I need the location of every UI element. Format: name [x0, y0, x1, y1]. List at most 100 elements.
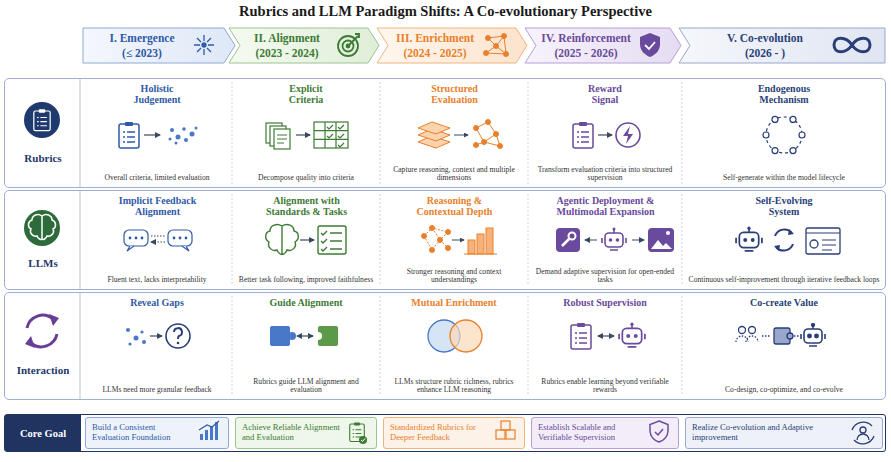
network-icon — [504, 52, 509, 57]
cell-heading: Reward Signal — [575, 83, 635, 105]
structured-icon — [476, 122, 500, 146]
phase-title: II. Alignment — [254, 31, 320, 45]
goal-box: Build a Consistent Evaluation Foundation — [85, 417, 229, 449]
goal-text: Realize Co-evolution and Adaptive improv… — [692, 423, 846, 443]
cocreate-icon — [736, 324, 825, 347]
goal-chart-icon — [215, 422, 218, 440]
goal-chart-icon — [200, 422, 218, 440]
cell-heading: Co-create Value — [694, 297, 874, 308]
phase-title: V. Co-evolution — [727, 31, 803, 45]
structured-icon — [454, 135, 468, 136]
goal-cycle-icon — [852, 422, 874, 444]
goal-text: Achieve Reliable Alignment and Evaluatio… — [242, 423, 340, 443]
goal-cubes-icon — [496, 430, 505, 439]
reasoning-icon — [422, 234, 427, 239]
structured-icon — [418, 122, 450, 134]
phase-date: (≤ 2023) — [122, 46, 162, 60]
holistic-icon — [182, 127, 186, 131]
holistic-icon — [184, 138, 188, 142]
core-goal-band: Core GoalBuild a Consistent Evaluation F… — [4, 414, 886, 452]
stage-cell: Structured EvaluationCapture reasoning, … — [381, 80, 527, 186]
phase-chevron: II. Alignment(2023 - 2024) — [228, 27, 380, 64]
self-evolving-icon — [806, 233, 840, 250]
agentic-icon — [556, 228, 674, 253]
venn-icon — [428, 320, 482, 352]
goal-clipboard-icon — [350, 423, 367, 444]
stage-cell: Holistic JudgementOverall criteria, limi… — [83, 80, 231, 186]
supervision-icon — [571, 323, 645, 349]
goal-cubes-icon — [496, 421, 515, 439]
endogenous-icon — [799, 132, 805, 138]
agentic-icon — [562, 239, 569, 246]
cell-heading: Agentic Deployment & Multimodal Expansio… — [538, 195, 673, 217]
gaps-icon — [142, 340, 146, 344]
criteria-icon — [327, 125, 344, 147]
brain-checklist-icon — [266, 225, 299, 255]
feedback-bubbles-icon — [182, 246, 189, 251]
phase-date: (2023 - 2024) — [255, 46, 318, 60]
puzzle-icon — [314, 332, 322, 340]
cocreate-icon — [736, 336, 799, 342]
holistic-icon — [176, 135, 181, 140]
reasoning-icon — [438, 238, 443, 243]
structured-icon — [498, 144, 503, 149]
reasoning-icon — [486, 228, 493, 254]
goal-shield-icon — [650, 421, 668, 442]
agentic-icon — [585, 239, 644, 240]
holistic-icon — [169, 127, 198, 145]
endogenous-icon — [772, 116, 778, 122]
reward-icon — [573, 122, 593, 148]
stage-cell: Explicit CriteriaDecompose quality into … — [233, 80, 379, 186]
row-label: Interaction — [5, 364, 81, 376]
goal-box: Realize Co-evolution and Adaptive improv… — [685, 417, 883, 449]
phase-date: (2025 - 2026) — [554, 46, 617, 60]
phase-outline — [679, 28, 885, 63]
cell-description: Transform evaluation criteria into struc… — [533, 166, 677, 183]
phase-title: IV. Reinforcement — [541, 31, 631, 45]
agentic-icon — [602, 228, 626, 251]
cell-heading: Explicit Criteria — [271, 83, 341, 105]
puzzle-icon — [297, 335, 313, 336]
puzzle-icon — [270, 326, 338, 346]
target-icon — [348, 34, 359, 46]
supervision-icon — [571, 323, 591, 349]
structured-icon — [494, 132, 499, 137]
phase-chevron: V. Co-evolution(2026 - ) — [678, 27, 886, 64]
brain-checklist-icon — [266, 225, 346, 255]
criteria-icon — [266, 123, 282, 143]
goal-text: Establish Scalable and Verifiable Superv… — [538, 423, 642, 443]
holistic-icon — [119, 122, 139, 148]
phase-outline — [83, 28, 235, 63]
target-icon — [343, 41, 354, 52]
agentic-icon — [569, 233, 576, 240]
rubrics-row-icon — [24, 102, 60, 138]
goal-shield-icon — [650, 421, 668, 442]
reward-icon — [616, 123, 640, 147]
reasoning-icon — [430, 226, 435, 231]
endogenous-icon — [763, 132, 769, 138]
puzzle-icon — [270, 326, 290, 346]
stage-cell: Alignment with Standards & TasksBetter t… — [233, 192, 379, 288]
rubrics-row-icon — [24, 102, 60, 138]
phase-outline — [229, 28, 379, 63]
goal-text: Build a Consistent Evaluation Foundation — [92, 423, 192, 443]
goal-cycle-icon — [852, 422, 874, 444]
phase-date: (2024 - 2025) — [403, 46, 466, 60]
goal-cubes-icon — [506, 430, 515, 439]
self-evolving-icon — [775, 229, 793, 250]
feedback-bubbles-icon — [168, 230, 192, 246]
goal-text: Standardized Rubrics for Deeper Feedback — [390, 423, 488, 443]
goal-chart-icon — [199, 421, 219, 440]
cell-heading: Alignment with Standards & Tasks — [259, 195, 354, 217]
cell-description: Demand adaptive supervision for open-end… — [533, 268, 677, 285]
cell-heading: Mutual Enrichment — [384, 297, 524, 308]
goal-clipboard-icon — [350, 423, 365, 442]
goal-chart-icon — [200, 434, 203, 440]
llm-row-icon — [24, 210, 60, 246]
reasoning-icon — [430, 248, 435, 253]
cell-description: LLMs structure rubric richness, rubrics … — [385, 378, 523, 395]
criteria-icon — [296, 134, 310, 135]
target-icon — [347, 45, 350, 48]
